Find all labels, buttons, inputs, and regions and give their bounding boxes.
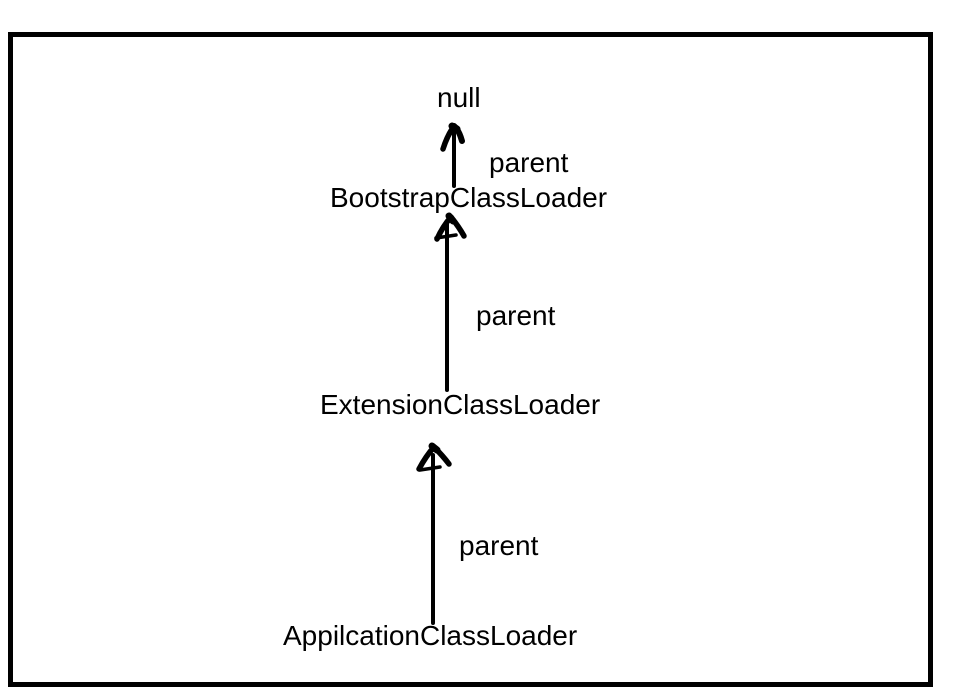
node-application-classloader: AppilcationClassLoader [283, 620, 578, 651]
node-extension-classloader: ExtensionClassLoader [320, 389, 601, 420]
edge-label-parent-2: parent [476, 300, 556, 331]
edge-label-parent-3: parent [459, 530, 539, 561]
border-frame [8, 32, 933, 687]
node-bootstrap-classloader: BootstrapClassLoader [330, 182, 608, 213]
edge-label-parent-1: parent [489, 147, 569, 178]
node-null: null [437, 82, 481, 113]
